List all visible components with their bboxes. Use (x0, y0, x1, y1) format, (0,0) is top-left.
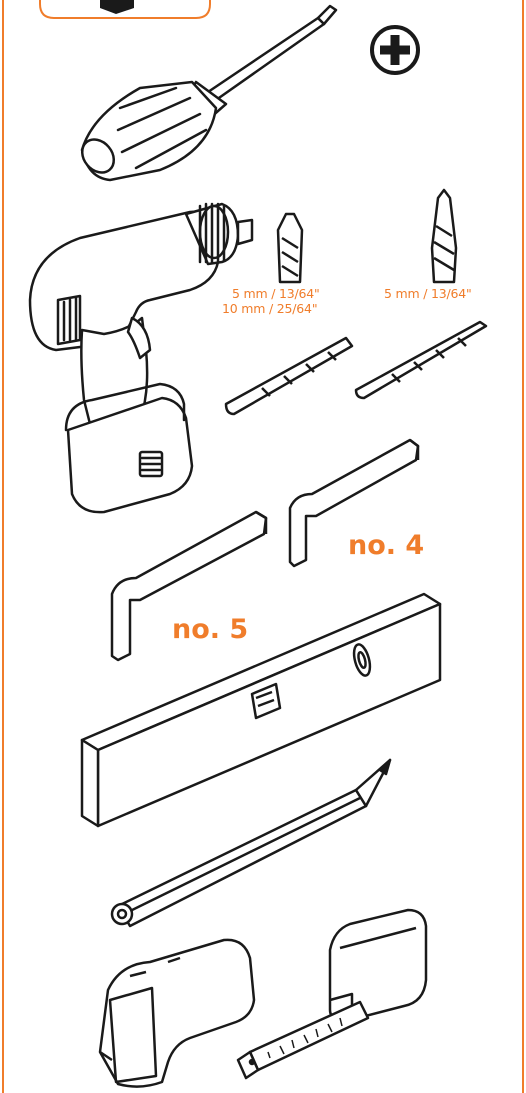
wood-bit-size: 5 mm / 13/64" (384, 286, 472, 301)
cordless-drill-icon (28, 202, 254, 514)
wood-drill-bit-lying-icon (354, 320, 488, 400)
screwdriver-icon (80, 4, 338, 182)
hex-key-large-icon (110, 510, 268, 662)
box-icon (39, 0, 211, 19)
hex-key-icon (288, 438, 420, 568)
spirit-level-icon (80, 592, 442, 828)
masonry-bit-size-line2: 10 mm / 25/64" (222, 301, 318, 316)
hex-key-large-label: no. 5 (172, 614, 249, 645)
masonry-drill-bit-lying-icon (224, 336, 354, 416)
masonry-drill-bit-icon (276, 212, 304, 284)
phillips-head-icon (370, 25, 420, 75)
hex-key-small-label: no. 4 (348, 530, 425, 561)
pencil-icon (110, 758, 392, 928)
wood-drill-bit-icon (430, 188, 458, 284)
stud-finder-icon (98, 938, 256, 1088)
masonry-bit-size-line1: 5 mm / 13/64" (232, 286, 320, 301)
tape-measure-icon (236, 908, 428, 1080)
